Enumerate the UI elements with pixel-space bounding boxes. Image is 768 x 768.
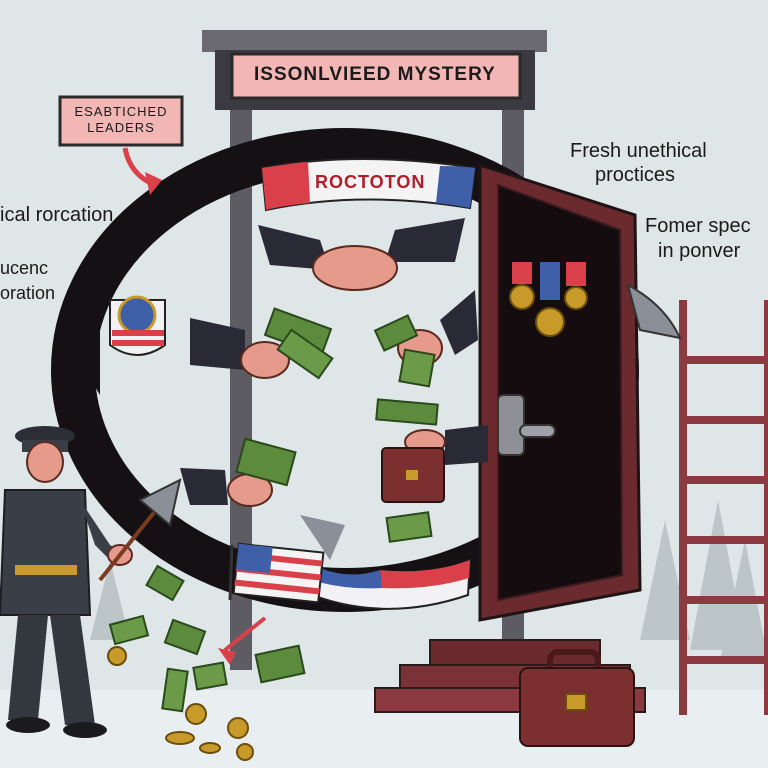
ring-banner-text: ROCTOTON	[315, 172, 426, 192]
us-flag	[228, 542, 325, 604]
ribbon-arrow-tip	[300, 515, 345, 560]
right-text-top-2: proctices	[595, 164, 676, 186]
briefcase-exchange	[381, 425, 488, 503]
right-text-mid-1: Fomer spec	[645, 215, 751, 237]
label-box	[58, 95, 184, 147]
label-box-line1: ESABTICHED	[74, 104, 168, 119]
left-text-2: ucenc	[0, 258, 49, 278]
sign-panel	[230, 52, 522, 100]
door-handle-plate	[497, 394, 525, 456]
lower-ribbon	[299, 515, 472, 610]
medals	[509, 262, 588, 337]
pointer-arrow	[122, 147, 162, 195]
door-handle	[519, 424, 556, 438]
ladder	[679, 300, 768, 715]
handshake	[258, 218, 465, 291]
left-text-1: ical rorcation	[0, 204, 114, 226]
sign-title: ISSONLVIEED MYSTERY	[254, 64, 496, 85]
ring-arrow-left	[70, 300, 100, 395]
return-arrow	[626, 283, 682, 340]
briefcase-ground	[519, 649, 635, 747]
right-text-mid-2: in ponver	[658, 240, 741, 262]
label-box-line2: LEADERS	[87, 120, 155, 135]
tree-silhouettes	[90, 500, 768, 660]
ring-banner	[260, 158, 477, 212]
money-hands	[180, 290, 478, 543]
falling-money	[107, 564, 306, 761]
officer-figure	[0, 426, 182, 738]
door[interactable]	[478, 162, 642, 622]
right-text-top-1: Fresh unethical	[570, 140, 707, 162]
military-badge	[109, 295, 166, 356]
left-text-3: oration	[0, 283, 56, 303]
